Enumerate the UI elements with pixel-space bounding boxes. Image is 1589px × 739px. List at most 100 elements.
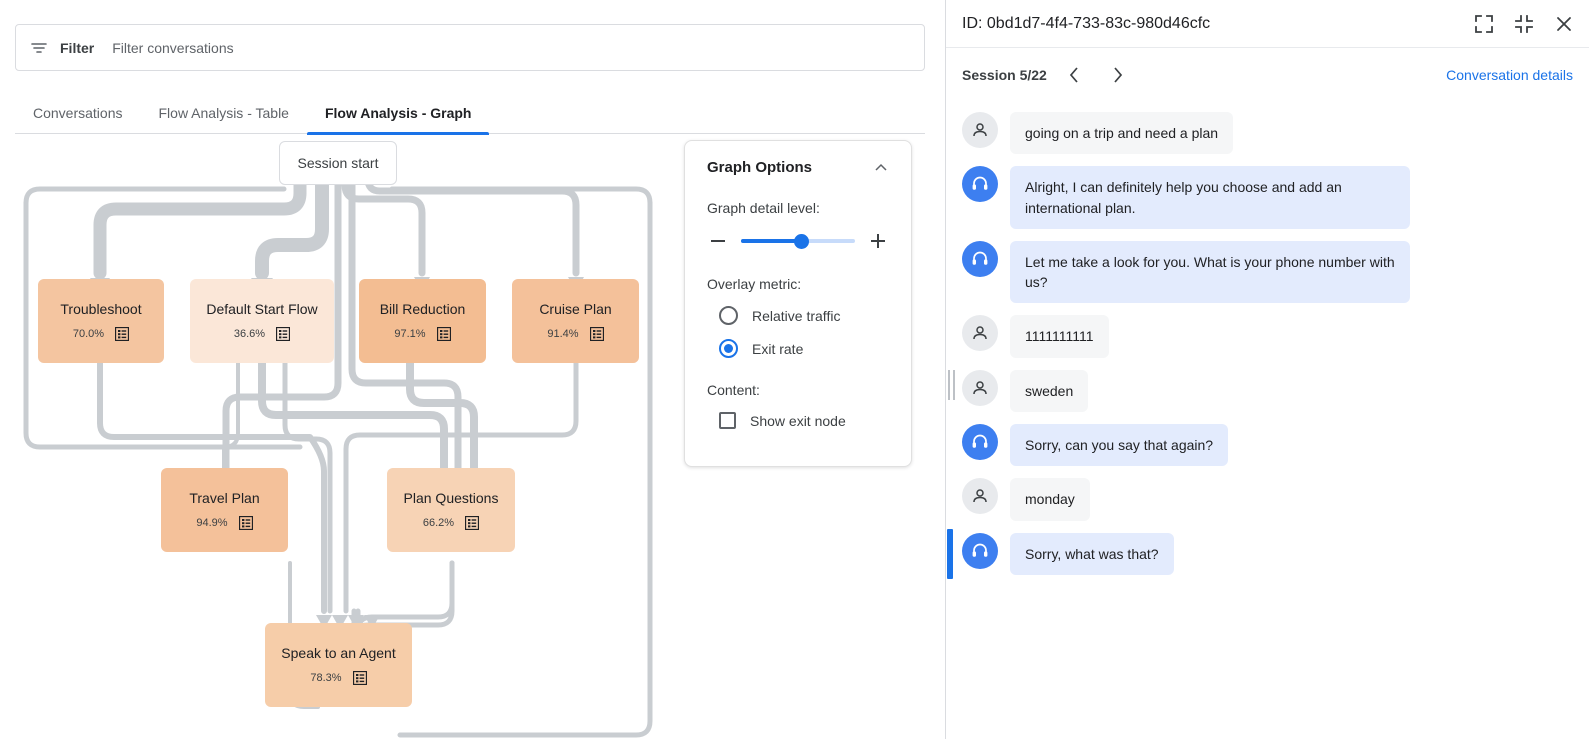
session-counter: Session 5/22 — [962, 67, 1047, 83]
node-meta: 94.9% — [196, 515, 253, 530]
node-label: Session start — [297, 155, 379, 171]
plus-icon[interactable] — [867, 230, 889, 252]
node-label: Speak to an Agent — [281, 645, 396, 662]
list-detail-icon[interactable] — [238, 515, 253, 530]
node-exit-rate: 66.2% — [422, 516, 455, 529]
node-meta: 66.2% — [422, 515, 480, 530]
handle-bar — [953, 370, 955, 400]
graph-node-troubleshoot[interactable]: Troubleshoot 70.0% — [38, 279, 164, 363]
avatar-user — [962, 112, 998, 148]
search-input[interactable] — [112, 39, 910, 56]
minus-icon[interactable] — [707, 230, 729, 252]
message-row: Let me take a look for you. What is your… — [946, 235, 1589, 310]
checkbox-input[interactable] — [719, 412, 736, 429]
chevron-right-icon[interactable] — [1103, 61, 1131, 89]
radio-button[interactable] — [719, 306, 738, 325]
expand-icon[interactable] — [1473, 13, 1495, 35]
chevron-left-icon[interactable] — [1061, 61, 1089, 89]
message-bubble: going on a trip and need a plan — [1010, 112, 1234, 155]
headset-icon — [972, 251, 988, 265]
node-meta: 91.4% — [547, 326, 604, 341]
list-detail-icon[interactable] — [276, 326, 291, 341]
filter-label: Filter — [60, 39, 95, 56]
list-detail-icon[interactable] — [465, 515, 480, 530]
avatar-agent — [962, 240, 998, 277]
node-exit-rate: 94.9% — [196, 516, 228, 529]
avatar-agent — [962, 424, 998, 461]
graph-node-default-start-flow[interactable]: Default Start Flow 36.6% — [190, 279, 334, 363]
flow-graph-canvas[interactable]: Session start Troubleshoot 70.0% Defau — [0, 133, 945, 739]
graph-options-header: Graph Options — [707, 159, 889, 176]
message-bubble: monday — [1010, 478, 1090, 521]
node-exit-rate: 97.1% — [394, 327, 426, 340]
detail-level-slider-row — [707, 230, 889, 252]
list-detail-icon[interactable] — [589, 326, 604, 341]
message-row-highlighted: Sorry, what was that? — [946, 527, 1589, 581]
collapse-icon[interactable] — [1513, 13, 1535, 35]
slider-thumb[interactable] — [794, 233, 810, 249]
message-bubble: Sorry, what was that? — [1010, 532, 1174, 575]
avatar-agent — [962, 166, 998, 203]
graph-node-session-start[interactable]: Session start — [279, 141, 397, 185]
radio-label: Relative traffic — [752, 307, 841, 324]
headset-icon — [972, 176, 988, 190]
conversation-header: ID: 0bd1d7-4f4-733-83c-980d46cfc — [946, 0, 1589, 48]
radio-button-selected[interactable] — [719, 339, 738, 358]
message-bubble: Let me take a look for you. What is your… — [1010, 240, 1410, 304]
flow-analysis-panel: Filter Conversations Flow Analysis - Tab… — [0, 24, 945, 739]
graph-node-speak-to-an-agent[interactable]: Speak to an Agent 78.3% — [265, 623, 412, 707]
panel-divider — [945, 0, 955, 739]
message-row: Sorry, can you say that again? — [946, 418, 1589, 472]
tab-flow-analysis-graph[interactable]: Flow Analysis - Graph — [306, 91, 490, 135]
node-exit-rate: 36.6% — [233, 327, 266, 340]
list-detail-icon[interactable] — [352, 670, 367, 685]
person-icon — [973, 489, 987, 503]
tab-conversations[interactable]: Conversations — [33, 104, 123, 121]
node-label: Bill Reduction — [379, 301, 466, 318]
node-label: Default Start Flow — [206, 301, 318, 318]
radio-relative-traffic[interactable]: Relative traffic — [707, 306, 889, 325]
message-bubble: Alright, I can definitely help you choos… — [1010, 166, 1410, 229]
message-bubble: sweden — [1010, 369, 1089, 413]
radio-exit-rate[interactable]: Exit rate — [707, 339, 889, 358]
message-bubble: Sorry, can you say that again? — [1010, 424, 1229, 467]
conversation-details-link[interactable]: Conversation details — [1446, 67, 1573, 83]
graph-options-card: Graph Options Graph detail level: — [684, 140, 912, 467]
graph-node-cruise-plan[interactable]: Cruise Plan 91.4% — [512, 279, 639, 363]
avatar-user — [962, 315, 998, 352]
person-icon — [973, 381, 987, 394]
filter-bar[interactable]: Filter — [15, 24, 925, 71]
detail-level-slider[interactable] — [741, 231, 855, 251]
tab-flow-analysis-table[interactable]: Flow Analysis - Table — [158, 104, 289, 121]
content-label: Content: — [707, 382, 760, 398]
list-detail-icon[interactable] — [436, 326, 451, 341]
person-icon — [973, 326, 987, 340]
node-meta: 78.3% — [310, 670, 367, 685]
close-icon[interactable] — [1553, 13, 1575, 35]
session-navigation: Session 5/22 Conversation details — [946, 48, 1589, 102]
list-detail-icon[interactable] — [115, 326, 130, 341]
node-label: Travel Plan — [189, 490, 260, 507]
chevron-up-icon[interactable] — [873, 160, 889, 176]
handle-bar — [948, 370, 950, 400]
message-list[interactable]: going on a trip and need a plan Alright,… — [946, 102, 1589, 739]
graph-node-bill-reduction[interactable]: Bill Reduction 97.1% — [359, 279, 486, 363]
checkbox-show-exit-node[interactable]: Show exit node — [707, 412, 889, 429]
message-row: going on a trip and need a plan — [946, 106, 1589, 160]
node-exit-rate: 70.0% — [72, 327, 105, 340]
panel-title: Graph Options — [707, 159, 812, 176]
graph-node-travel-plan[interactable]: Travel Plan 94.9% — [161, 468, 288, 552]
panel-resize-handle[interactable] — [948, 370, 956, 400]
node-meta: 70.0% — [72, 326, 130, 341]
detail-level-label: Graph detail level: — [707, 200, 820, 216]
message-row: sweden — [946, 364, 1589, 418]
headset-icon — [972, 543, 988, 557]
node-exit-rate: 78.3% — [310, 671, 342, 684]
node-label: Troubleshoot — [60, 301, 142, 318]
overlay-metric-label: Overlay metric: — [707, 276, 802, 292]
avatar-agent — [962, 532, 998, 569]
node-meta: 36.6% — [233, 326, 291, 341]
node-label: Plan Questions — [403, 490, 499, 507]
graph-node-plan-questions[interactable]: Plan Questions 66.2% — [387, 468, 515, 552]
